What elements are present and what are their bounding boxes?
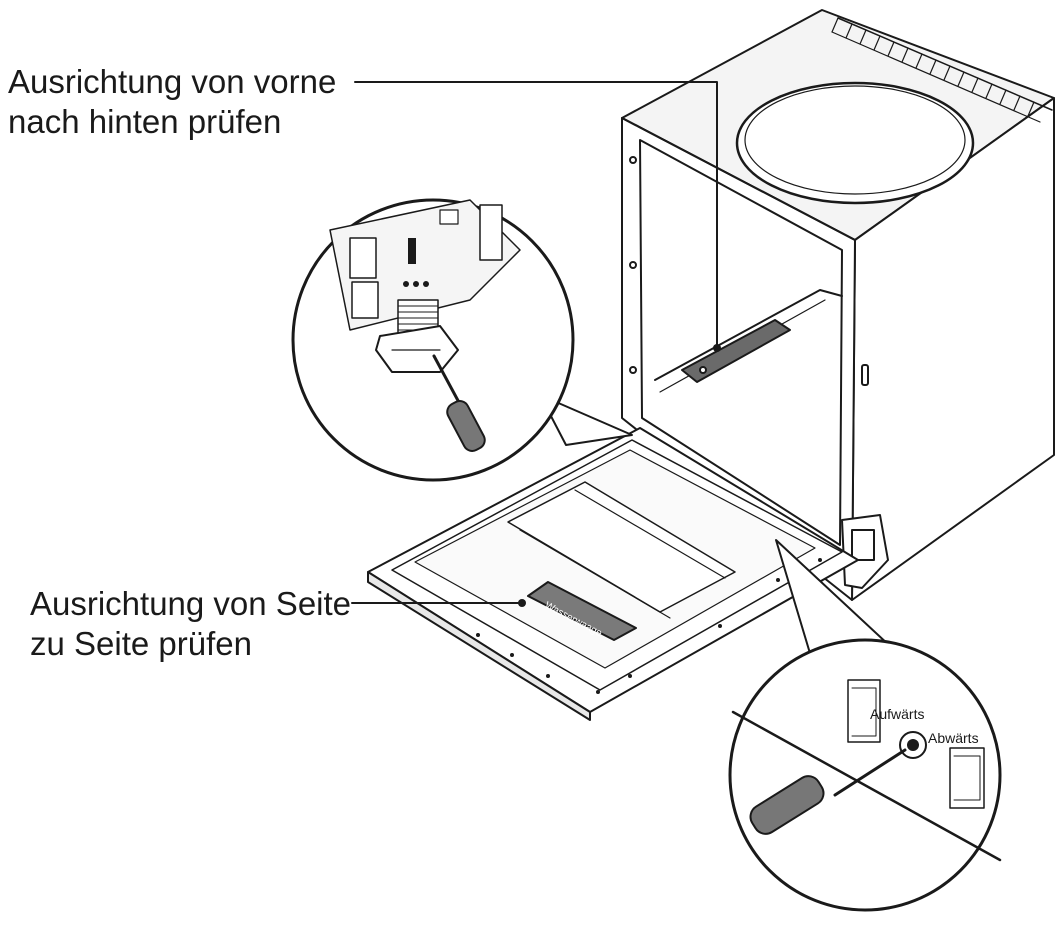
callout-side-to-side-line2: zu Seite prüfen [30, 625, 252, 662]
dishwasher-cabinet [621, 9, 1055, 601]
callout-front-to-back-line1: Ausrichtung von vorne [8, 63, 337, 100]
magnifier-hinge-screw [728, 539, 1002, 912]
callout-front-to-back-line2: nach hinten prüfen [8, 103, 282, 140]
dishwasher-door [367, 427, 859, 721]
callout-side-to-side-line1: Ausrichtung von Seite [30, 585, 352, 622]
label-up: Aufwärts [870, 706, 925, 722]
leader-lines [351, 81, 718, 604]
magnifier-foot-adjuster [291, 198, 633, 482]
label-down: Abwärts [928, 730, 979, 746]
